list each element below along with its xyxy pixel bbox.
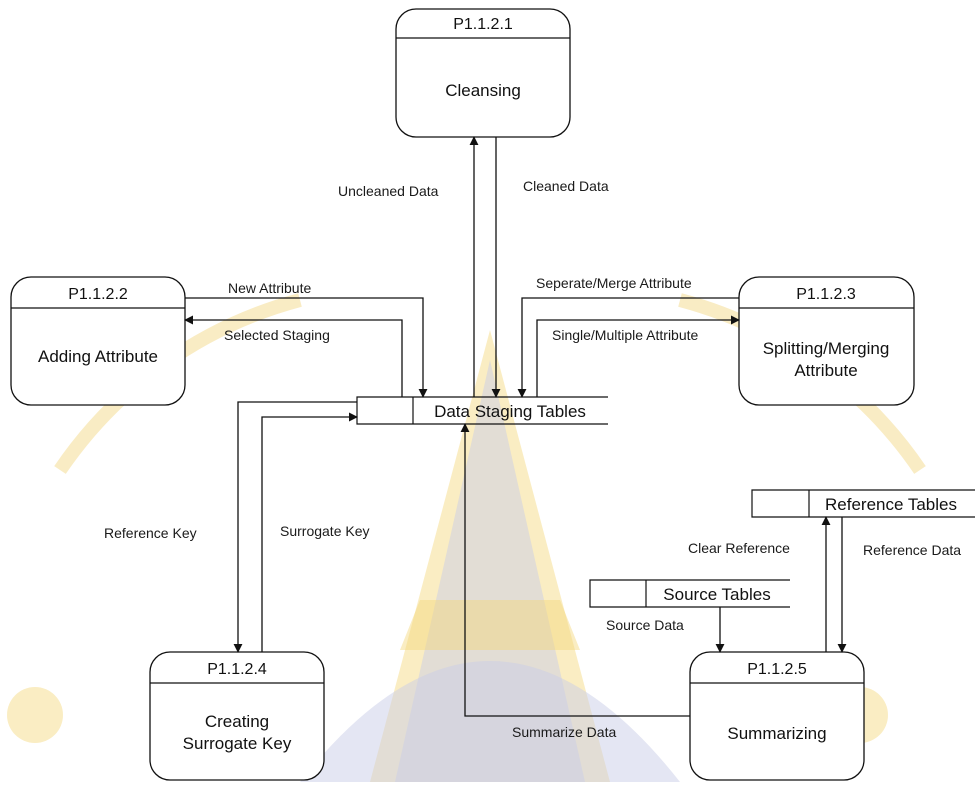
process-id: P1.1.2.3 (796, 286, 856, 303)
process-cleansing[interactable]: P1.1.2.1 Cleansing (395, 8, 571, 138)
store-label: Reference Tables (825, 495, 957, 514)
flow-label: New Attribute (228, 280, 311, 296)
flow-label: Source Data (606, 617, 684, 633)
flow-label: Single/Multiple Attribute (552, 327, 699, 343)
watermark-seal (7, 293, 926, 782)
process-id: P1.1.2.1 (453, 16, 513, 33)
process-name: Adding Attribute (38, 347, 158, 366)
process-name-line-2: Surrogate Key (183, 734, 292, 753)
process-name-line-1: Splitting/Merging (763, 339, 890, 358)
flow-label: Selected Staging (224, 327, 330, 343)
flow-source-data[interactable]: Source Data (606, 607, 725, 653)
flow-seperate-merge-attribute[interactable]: Seperate/Merge Attribute (517, 275, 739, 398)
process-summarizing[interactable]: P1.1.2.5 Summarizing (689, 651, 865, 781)
process-name: Summarizing (727, 724, 826, 743)
flow-new-attribute[interactable]: New Attribute (185, 280, 428, 398)
flow-summarize-data[interactable]: Summarize Data (460, 423, 690, 740)
store-data-staging-tables[interactable]: Data Staging Tables (356, 396, 608, 425)
flow-single-multiple-attribute[interactable]: Single/Multiple Attribute (536, 315, 740, 397)
flow-cleaned-data[interactable]: Cleaned Data (491, 137, 609, 398)
flow-reference-key[interactable]: Reference Key (104, 401, 357, 653)
flow-clear-reference[interactable]: Clear Reference (688, 516, 831, 652)
flow-label: Reference Data (863, 542, 961, 558)
store-source-tables[interactable]: Source Tables (589, 579, 790, 608)
store-label: Data Staging Tables (434, 402, 586, 421)
flow-reference-data[interactable]: Reference Data (837, 517, 961, 653)
flow-label: Cleaned Data (523, 178, 609, 194)
flow-label: Uncleaned Data (338, 183, 439, 199)
process-creating-surrogate-key[interactable]: P1.1.2.4 Creating Surrogate Key (149, 651, 325, 781)
flow-label: Reference Key (104, 525, 197, 541)
process-id: P1.1.2.4 (207, 661, 267, 678)
flow-label: Summarize Data (512, 724, 616, 740)
process-name-line-2: Attribute (794, 361, 857, 380)
flow-label: Surrogate Key (280, 523, 370, 539)
process-id: P1.1.2.2 (68, 286, 128, 303)
flow-label: Clear Reference (688, 540, 790, 556)
flow-label: Seperate/Merge Attribute (536, 275, 692, 291)
process-splitting-merging[interactable]: P1.1.2.3 Splitting/Merging Attribute (738, 276, 915, 406)
process-id: P1.1.2.5 (747, 661, 807, 678)
flow-uncleaned-data[interactable]: Uncleaned Data (338, 136, 479, 397)
process-name: Cleansing (445, 81, 521, 100)
flow-selected-staging[interactable]: Selected Staging (184, 315, 403, 397)
process-name-line-1: Creating (205, 712, 269, 731)
process-adding-attribute[interactable]: P1.1.2.2 Adding Attribute (10, 276, 186, 406)
flow-surrogate-key[interactable]: Surrogate Key (261, 412, 370, 652)
store-label: Source Tables (663, 585, 770, 604)
store-reference-tables[interactable]: Reference Tables (751, 489, 975, 518)
